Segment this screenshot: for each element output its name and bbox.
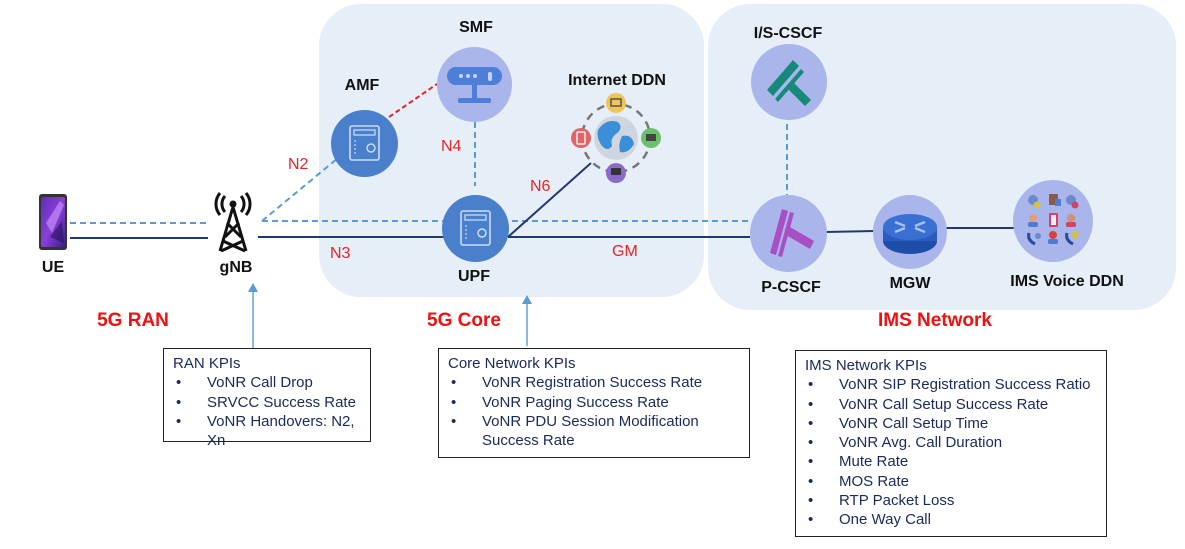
router-icon (883, 214, 937, 254)
ims-kpi-box: IMS Network KPIs VoNR SIP Registration S… (795, 350, 1107, 537)
interface-gm-label: GM (612, 243, 638, 260)
is-cscf-node[interactable] (751, 44, 827, 120)
cell-tower-icon (214, 192, 252, 253)
smartphone-icon (39, 194, 67, 250)
cscf-icon (767, 60, 811, 106)
ims-voice-ddn-label: IMS Voice DDN (1010, 273, 1124, 290)
server-icon (460, 210, 491, 246)
internet-ddn-label: Internet DDN (568, 72, 666, 89)
section-5g-ran-label: 5G RAN (97, 310, 169, 331)
ue-label: UE (41, 259, 65, 276)
interface-n6-label: N6 (530, 178, 551, 195)
amf-label: AMF (344, 77, 380, 94)
upf-label: UPF (458, 268, 490, 285)
section-ims-network-label: IMS Network (877, 310, 993, 331)
gnb-label: gNB (219, 259, 253, 276)
core-kpi-arrow (522, 295, 532, 346)
internet-ddn-node[interactable] (568, 90, 664, 186)
kpi-item: VoNR Avg. Call Duration (805, 433, 1097, 453)
core-kpi-box: Core Network KPIs VoNR Registration Succ… (438, 348, 750, 458)
ran-kpi-box: RAN KPIs VoNR Call Drop SRVCC Success Ra… (163, 348, 371, 449)
ran-kpi-list: VoNR Call Drop SRVCC Success Rate VoNR H… (173, 373, 361, 450)
mgw-label: MGW (889, 275, 931, 292)
ims-kpi-list: VoNR SIP Registration Success Ratio VoNR… (805, 375, 1097, 530)
ue-node[interactable] (38, 193, 68, 251)
kpi-item: VoNR Registration Success Rate (448, 373, 740, 393)
ims-voice-ddn-node[interactable] (1013, 180, 1093, 262)
smf-node[interactable] (437, 47, 512, 122)
kpi-item: VoNR Handovers: N2, Xn (173, 412, 361, 451)
kpi-item: RTP Packet Loss (805, 491, 1097, 511)
kpi-item: VoNR Call Drop (173, 373, 361, 393)
core-kpi-title: Core Network KPIs (448, 355, 576, 372)
kpi-item: SRVCC Success Rate (173, 393, 361, 413)
kpi-item: VoNR Call Setup Time (805, 414, 1097, 434)
network-switch-icon (447, 67, 502, 103)
server-icon (349, 125, 380, 161)
kpi-item: VoNR PDU Session Modification Success Ra… (448, 412, 702, 451)
link-amf-smf (388, 83, 438, 118)
gnb-node[interactable] (208, 191, 258, 253)
p-cscf-label: P-CSCF (761, 279, 821, 296)
kpi-item: Mute Rate (805, 452, 1097, 472)
upf-node[interactable] (442, 195, 509, 262)
ran-kpi-arrow (248, 283, 258, 348)
amf-node[interactable] (331, 110, 398, 177)
kpi-item: VoNR Call Setup Success Rate (805, 395, 1097, 415)
kpi-item: VoNR Paging Success Rate (448, 393, 740, 413)
ims-kpi-title: IMS Network KPIs (805, 357, 927, 374)
globe-network-icon (571, 93, 661, 183)
section-5g-core-label: 5G Core (427, 310, 501, 331)
kpi-item: VoNR SIP Registration Success Ratio (805, 375, 1097, 395)
interface-n4-label: N4 (441, 138, 462, 155)
interface-n2-label: N2 (288, 156, 309, 173)
kpi-item: One Way Call (805, 510, 1097, 530)
p-cscf-node[interactable] (750, 195, 827, 272)
link-upf-internet (507, 162, 592, 238)
ran-kpi-title: RAN KPIs (173, 355, 241, 372)
kpi-item: MOS Rate (805, 472, 1097, 492)
link-pcscf-mgw (825, 230, 875, 233)
is-cscf-label: I/S-CSCF (753, 25, 823, 42)
core-kpi-list: VoNR Registration Success Rate VoNR Pagi… (448, 373, 740, 450)
cscf-icon (770, 209, 814, 257)
smf-label: SMF (459, 19, 493, 36)
mgw-node[interactable] (873, 195, 947, 269)
interface-n3-label: N3 (330, 245, 351, 262)
voice-services-icon (1027, 194, 1079, 246)
link-gnb-amf (261, 157, 339, 222)
